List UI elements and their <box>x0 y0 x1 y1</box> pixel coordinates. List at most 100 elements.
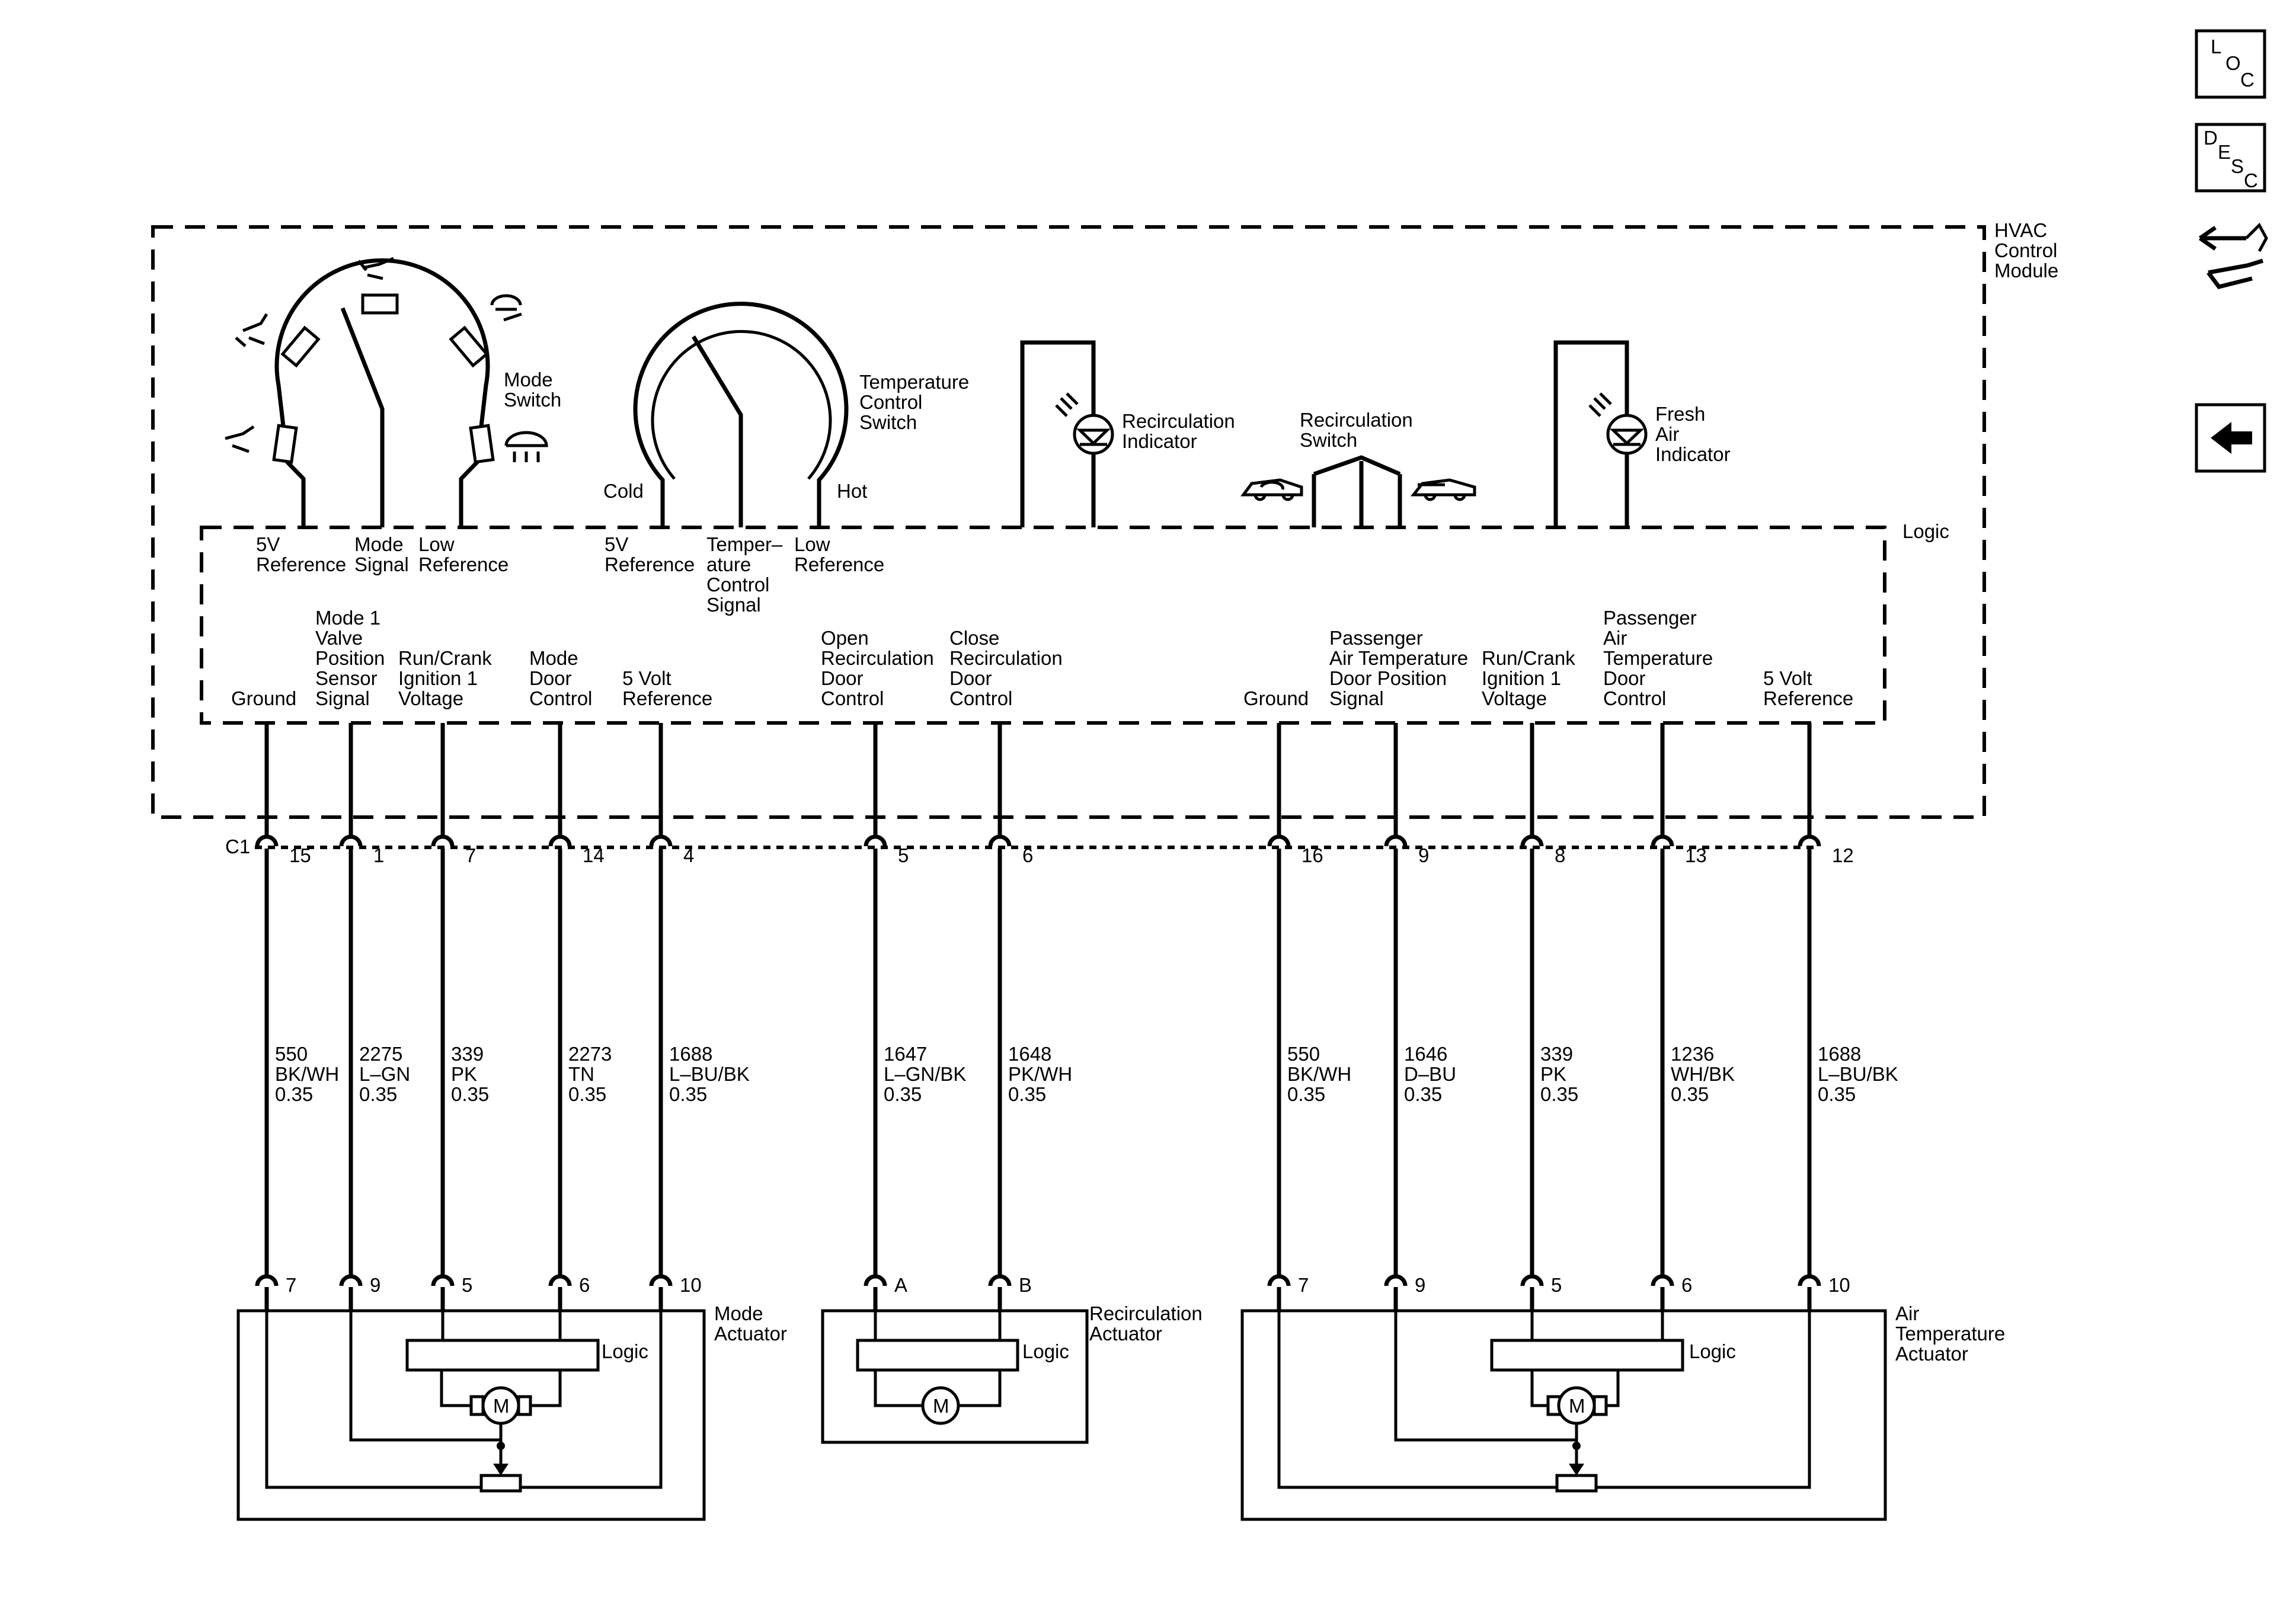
connector-pin-number: 13 <box>1685 844 1707 866</box>
recirculation-indicator: Recirculation Indicator <box>1020 340 1235 527</box>
mode-actuator: Mode Actuator Logic M <box>236 1302 787 1521</box>
connector-pin-number: 14 <box>583 844 605 866</box>
actuator-pin-number: 7 <box>286 1274 296 1296</box>
svg-text:Actuator: Actuator <box>1895 1343 1968 1365</box>
wire-color: L–BU/BK <box>669 1063 750 1085</box>
terminal-socket <box>431 834 455 847</box>
actuator-pin-number: 10 <box>1828 1274 1850 1296</box>
svg-text:O: O <box>2225 52 2241 74</box>
wire-color: PK <box>1540 1063 1566 1085</box>
circuit-function-label: Air <box>1603 627 1627 649</box>
logic-label: Logic <box>1902 520 1949 542</box>
svg-text:D: D <box>2204 127 2218 149</box>
wire-color: WH/BK <box>1671 1063 1735 1085</box>
terminal-socket <box>649 834 673 847</box>
svg-text:L: L <box>2211 36 2221 57</box>
terminal-socket <box>649 1274 673 1286</box>
svg-text:Reference: Reference <box>605 553 695 575</box>
terminal-socket <box>864 1274 887 1286</box>
svg-text:Temperature: Temperature <box>1895 1323 2005 1345</box>
svg-text:Indicator: Indicator <box>1655 443 1731 465</box>
circuit-function-label: Door <box>1603 667 1646 689</box>
terminal-socket <box>431 1274 455 1286</box>
circuit-function-label: Ground <box>1243 687 1309 709</box>
cold-label: Cold <box>603 480 644 502</box>
wire-color: BK/WH <box>275 1063 339 1085</box>
terminal-socket <box>1520 834 1544 847</box>
circuit-function-label: Run/Crank <box>398 647 492 669</box>
svg-text:Air: Air <box>1655 423 1679 445</box>
circuit-function-label: Recirculation <box>949 647 1063 669</box>
internal-lead <box>520 1311 663 1489</box>
circuit-number: 550 <box>275 1043 308 1065</box>
module-title-line: HVAC <box>1994 219 2047 241</box>
svg-text:Switch: Switch <box>1300 429 1357 451</box>
defrost-floor-icon <box>490 294 522 322</box>
air-temperature-actuator: Air Temperature Actuator Logic M <box>1240 1302 2005 1521</box>
wire-size: 0.35 <box>1404 1083 1442 1105</box>
wire-size: 0.35 <box>1818 1083 1856 1105</box>
svg-text:Air: Air <box>1895 1302 1919 1324</box>
internal-lead <box>1394 1311 1576 1442</box>
wire-size: 0.35 <box>275 1083 313 1105</box>
circuit-number: 550 <box>1287 1043 1320 1065</box>
svg-text:ature: ature <box>706 553 751 575</box>
wire-color: D–BU <box>1404 1063 1456 1085</box>
circuit-wire: CloseRecirculationDoorControl61648PK/WH0… <box>949 627 1072 1340</box>
back-button[interactable] <box>2195 403 2266 473</box>
connector-pin-number: 9 <box>1418 844 1429 866</box>
circuit-function-label: Door <box>949 667 992 689</box>
repair-procedure-icon[interactable] <box>2199 222 2268 289</box>
mode-switch: Mode Switch 5V Reference Mode Signal Low… <box>225 257 561 575</box>
svg-text:M: M <box>493 1395 510 1417</box>
connector-pin-number: 7 <box>465 844 476 866</box>
bi-level-icon <box>225 425 255 453</box>
desc-button[interactable]: D E S C <box>2195 123 2266 193</box>
svg-text:Fresh: Fresh <box>1655 403 1705 425</box>
wire-size: 0.35 <box>1287 1083 1325 1105</box>
actuator-pin-number: 10 <box>680 1274 702 1296</box>
internal-lead <box>1596 1311 1811 1489</box>
circuit-number: 1688 <box>669 1043 712 1065</box>
actuator-pin-number: 7 <box>1298 1274 1309 1296</box>
wire-color: L–GN <box>359 1063 410 1085</box>
svg-text:C: C <box>2240 69 2255 91</box>
svg-text:5V: 5V <box>605 533 628 555</box>
circuit-function-label: 5 Volt <box>1763 667 1812 689</box>
svg-text:Recirculation: Recirculation <box>1122 410 1235 432</box>
wire-size: 0.35 <box>568 1083 606 1105</box>
actuator-pin-number: 6 <box>1681 1274 1692 1296</box>
svg-text:Reference: Reference <box>418 553 509 575</box>
wire-color: L–BU/BK <box>1818 1063 1898 1085</box>
svg-text:M: M <box>933 1395 949 1417</box>
terminal-socket <box>1520 1274 1544 1286</box>
circuit-number: 1648 <box>1008 1043 1051 1065</box>
fresh-air-car-icon <box>1410 478 1476 501</box>
recirculate-car-icon <box>1240 478 1303 501</box>
floor-vent-icon <box>357 257 394 280</box>
terminal-socket <box>548 1274 572 1286</box>
circuit-number: 1236 <box>1671 1043 1714 1065</box>
actuator-pin-number: 5 <box>1551 1274 1562 1296</box>
connector-pin-number: 8 <box>1555 844 1565 866</box>
svg-text:Control: Control <box>706 574 769 596</box>
wire-size: 0.35 <box>884 1083 922 1105</box>
actuator-pin-number: 6 <box>579 1274 590 1296</box>
circuit-function-label: Ignition 1 <box>1482 667 1561 689</box>
wire-color: L–GN/BK <box>884 1063 966 1085</box>
svg-text:Recirculation: Recirculation <box>1089 1302 1203 1324</box>
wire-color: TN <box>568 1063 594 1085</box>
circuit-function-label: 5 Volt <box>622 667 671 689</box>
wire-color: BK/WH <box>1287 1063 1351 1085</box>
recirculation-actuator: Recirculation Actuator Logic M <box>821 1302 1203 1444</box>
circuit-number: 1688 <box>1818 1043 1861 1065</box>
svg-text:Actuator: Actuator <box>714 1323 787 1345</box>
loc-button[interactable]: L O C <box>2195 29 2266 99</box>
terminal-socket <box>1651 834 1674 847</box>
terminal-socket <box>1384 834 1408 847</box>
